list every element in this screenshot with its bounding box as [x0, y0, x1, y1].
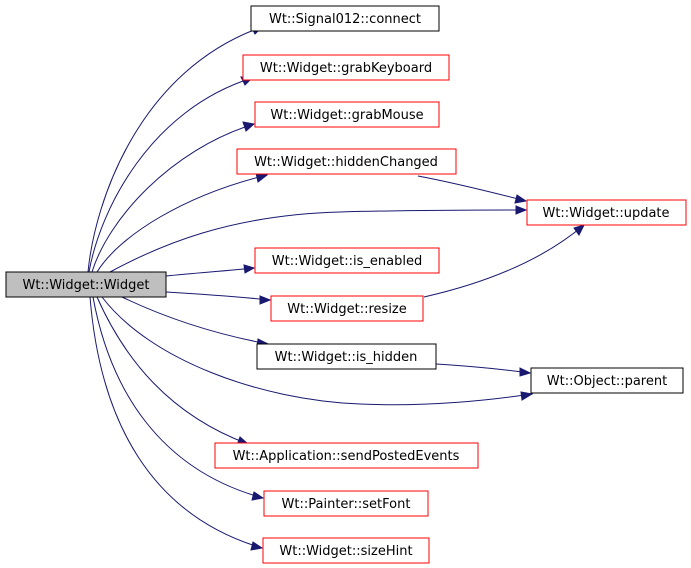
edge-root-to-size-hint	[89, 296, 264, 551]
node-is-hidden[interactable]: Wt::Widget::is_hidden	[256, 343, 437, 370]
edge-hidden-changed-to-update	[417, 175, 528, 204]
edge-root-to-hidden-changed	[96, 172, 269, 273]
edge-root-to-is-hidden	[121, 296, 270, 348]
node-label: Wt::Signal012::connect	[269, 12, 421, 27]
edge-root-to-object-parent	[101, 296, 534, 406]
node-label: Wt::Widget::is_hidden	[275, 350, 418, 365]
node-update[interactable]: Wt::Widget::update	[526, 199, 687, 226]
edge-root-to-set-font	[92, 296, 265, 501]
call-graph-nodes: Wt::Widget::Widget Wt::Signal012::connec…	[5, 5, 687, 564]
node-label: Wt::Widget::Widget	[22, 278, 149, 293]
node-label: Wt::Widget::grabMouse	[270, 108, 423, 123]
node-size-hint[interactable]: Wt::Widget::sizeHint	[262, 537, 430, 564]
node-label: Wt::Widget::is_enabled	[272, 254, 422, 269]
node-widget-constructor[interactable]: Wt::Widget::Widget	[5, 271, 167, 298]
node-label: Wt::Widget::hiddenChanged	[254, 155, 438, 170]
node-hidden-changed[interactable]: Wt::Widget::hiddenChanged	[236, 148, 457, 175]
node-label: Wt::Widget::sizeHint	[279, 544, 412, 559]
edge-resize-to-update	[423, 224, 585, 298]
node-grab-keyboard[interactable]: Wt::Widget::grabKeyboard	[242, 54, 450, 81]
node-label: Wt::Painter::setFont	[282, 497, 411, 512]
node-label: Wt::Object::parent	[547, 374, 667, 389]
edge-root-to-resize	[165, 291, 272, 305]
node-grab-mouse[interactable]: Wt::Widget::grabMouse	[254, 101, 440, 128]
edge-is-hidden-to-object-parent	[435, 363, 532, 377]
node-signal-connect[interactable]: Wt::Signal012::connect	[250, 5, 440, 32]
node-set-font[interactable]: Wt::Painter::setFont	[263, 490, 429, 517]
node-object-parent[interactable]: Wt::Object::parent	[530, 367, 684, 394]
node-send-posted-events[interactable]: Wt::Application::sendPostedEvents	[214, 442, 479, 469]
node-resize[interactable]: Wt::Widget::resize	[270, 295, 424, 322]
edge-root-to-signal-connect	[87, 25, 264, 273]
edge-root-to-update	[109, 205, 528, 273]
node-label: Wt::Widget::grabKeyboard	[260, 61, 432, 76]
call-graph-edges	[87, 25, 585, 551]
edge-root-to-is-enabled	[165, 264, 256, 277]
node-is-enabled[interactable]: Wt::Widget::is_enabled	[254, 247, 440, 274]
edge-root-to-grab-mouse	[91, 121, 256, 273]
node-label: Wt::Application::sendPostedEvents	[233, 449, 460, 464]
node-label: Wt::Widget::update	[542, 206, 669, 221]
node-label: Wt::Widget::resize	[287, 302, 407, 317]
